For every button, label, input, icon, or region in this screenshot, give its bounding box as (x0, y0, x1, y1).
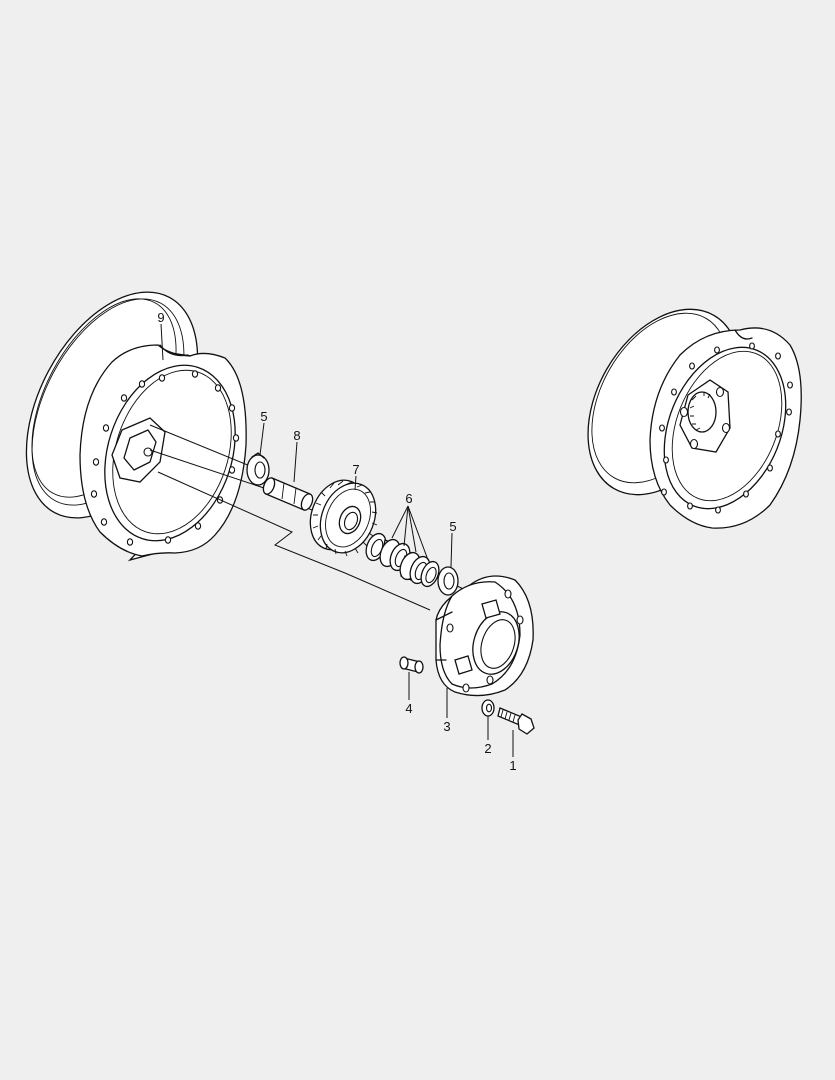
flange-bolt-holes-left (90, 370, 240, 546)
planet-carrier-housing-right (587, 308, 802, 529)
carrier-cover (435, 575, 534, 697)
callout-9: 9 (157, 310, 164, 325)
flange-bolt-holes-right (659, 342, 793, 514)
thrust-washer-left (246, 452, 270, 486)
hex-bolt (497, 707, 535, 735)
planet-pin (262, 477, 314, 511)
callout-7: 7 (352, 462, 359, 477)
spline-teeth (689, 392, 711, 431)
planet-carrier-housing-left (25, 291, 247, 562)
thrust-washer-right (437, 566, 459, 596)
callout-2: 2 (484, 741, 491, 756)
callout-1: 1 (509, 758, 516, 773)
callout-3: 3 (443, 719, 450, 734)
callout-leaders (160, 323, 514, 757)
callout-5-left: 5 (260, 409, 267, 424)
callout-4: 4 (405, 701, 412, 716)
callout-5-right: 5 (449, 519, 456, 534)
lock-washer (481, 699, 495, 717)
needle-bearing-set (365, 532, 440, 588)
callout-labels: 9 5 8 7 6 5 4 3 2 1 (157, 310, 516, 773)
dowel-pin (399, 656, 424, 674)
gear-teeth (312, 480, 378, 557)
callout-8: 8 (293, 428, 300, 443)
planet-gear (309, 479, 378, 557)
callout-6: 6 (405, 491, 412, 506)
